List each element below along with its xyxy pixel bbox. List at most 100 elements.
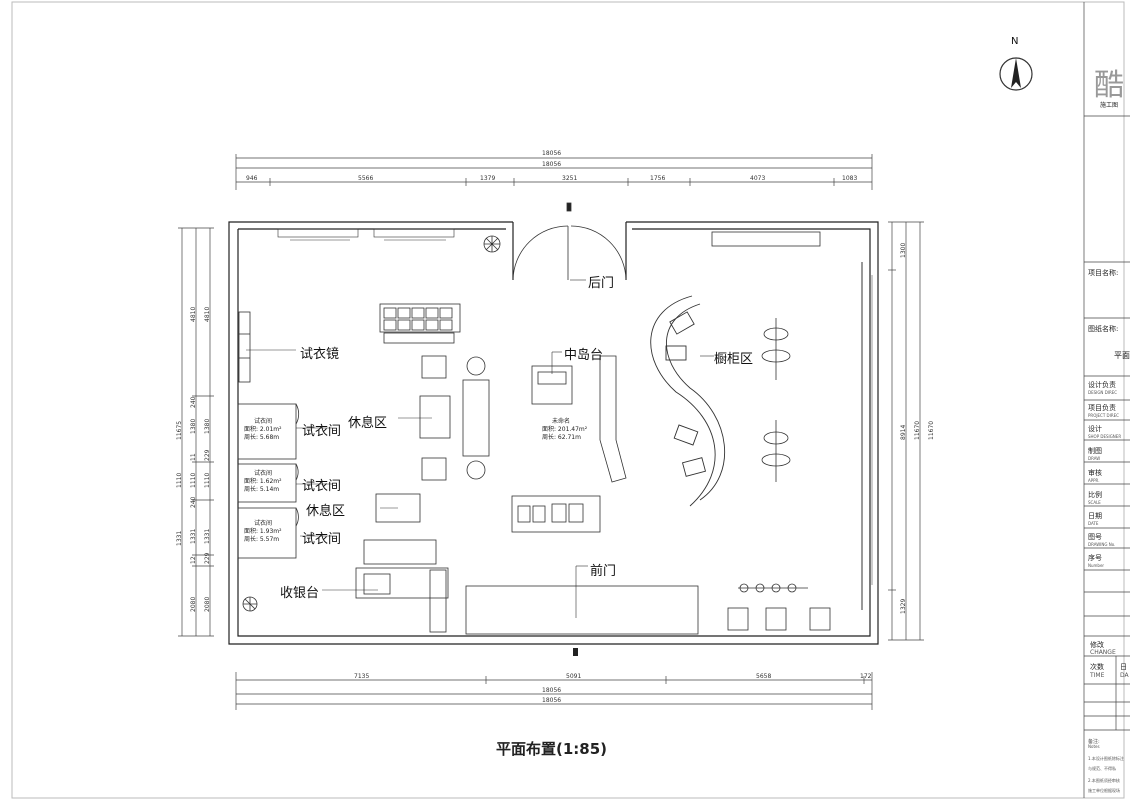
north-arrow-icon xyxy=(999,57,1033,91)
chairs xyxy=(727,583,831,631)
dim-right: 11670 xyxy=(928,420,935,440)
field-sub: SCALE xyxy=(1088,500,1101,505)
project-name-label: 项目名称: xyxy=(1088,269,1119,277)
cashier-counter xyxy=(355,539,449,633)
dim-bottom-total: 18056 xyxy=(542,687,562,694)
dim-right: 1329 xyxy=(900,598,907,614)
logo: 酷 xyxy=(1094,68,1124,103)
change-label: 修改 xyxy=(1090,641,1104,649)
dim-right: 8914 xyxy=(900,424,907,440)
fitting-rooms xyxy=(237,403,300,559)
field-sub: APPR. xyxy=(1088,478,1100,483)
mirror xyxy=(238,311,251,383)
room-note-area: 面积: 2.01m² xyxy=(244,426,282,433)
dim-left-outer: 1110 xyxy=(176,472,183,488)
label-fitting-room-1: 试衣间 xyxy=(302,424,342,439)
bottom-dimension-lines xyxy=(235,672,873,710)
field-sub: Number xyxy=(1088,563,1105,568)
date-col-label: 日 xyxy=(1120,663,1127,671)
notes-line: 1.本设计图纸除标注 xyxy=(1088,756,1124,761)
notes-line: 施工单位根据现场 xyxy=(1088,788,1120,793)
field-label: 项目负责 xyxy=(1088,404,1116,412)
dim-left-outer: 1331 xyxy=(176,530,183,546)
dim-bottom-seg: 172 xyxy=(860,673,872,680)
room-note-perimeter: 周长: 5.14m xyxy=(244,486,280,493)
dim-top-seg: 5566 xyxy=(358,175,374,182)
notes-line: 与规范、不得私 xyxy=(1088,766,1116,771)
dim-left-inner: 4810 xyxy=(204,306,211,322)
room-note-name: 未命名 xyxy=(552,418,571,425)
right-dimension-lines xyxy=(888,221,924,641)
field-label: 序号 xyxy=(1088,554,1102,562)
dim-left-inner: 229 xyxy=(204,449,211,461)
field-sub: DESIGN DIREC xyxy=(1088,390,1118,395)
dim-left-inner: 1380 xyxy=(190,418,197,434)
dim-top-total: 18056 xyxy=(542,161,562,168)
field-label: 图号 xyxy=(1088,533,1102,541)
north-label: N xyxy=(1011,36,1019,47)
wall-cabinet-top-right xyxy=(711,231,821,247)
dim-left-inner: 1110 xyxy=(190,472,197,488)
label-fitting-room-3: 试衣间 xyxy=(302,532,342,547)
room-note-area: 面积: 1.62m² xyxy=(244,478,282,485)
dim-left-inner: 2080 xyxy=(190,596,197,612)
title-block-frame xyxy=(1083,2,1130,798)
label-lounge-1: 休息区 xyxy=(348,416,388,431)
curved-display-cabinet xyxy=(650,295,726,507)
wall-rack-top xyxy=(277,228,455,241)
dim-left-inner: 2080 xyxy=(204,596,211,612)
label-center-island: 中岛台 xyxy=(564,348,604,363)
front-window-display xyxy=(465,585,699,635)
field-sub: PROJECT DIREC xyxy=(1088,413,1119,418)
leader-lines xyxy=(246,279,714,618)
dim-left-inner: 11 xyxy=(190,453,197,461)
dim-top-seg: 946 xyxy=(246,175,258,182)
front-door-arrow xyxy=(573,648,578,656)
room-note-area: 面积: 201.47m² xyxy=(542,426,588,433)
center-island xyxy=(531,355,627,483)
dim-left-inner: 1331 xyxy=(190,528,197,544)
field-label: 制图 xyxy=(1088,447,1102,455)
field-label: 设计负责 xyxy=(1088,381,1116,389)
field-label: 审核 xyxy=(1088,469,1102,477)
dim-bottom-seg: 7135 xyxy=(354,673,370,680)
dim-left-inner: 1380 xyxy=(204,418,211,434)
dim-left-outer: 11675 xyxy=(176,420,183,440)
dim-top-seg: 1379 xyxy=(480,175,496,182)
dim-left-inner: 1331 xyxy=(204,528,211,544)
dim-left-inner: 1110 xyxy=(204,472,211,488)
label-lounge-2: 休息区 xyxy=(306,504,346,519)
dim-left-inner: 12 xyxy=(190,556,197,564)
label-mirror: 试衣镜 xyxy=(300,347,340,362)
room-note-name: 试衣间 xyxy=(254,520,273,527)
back-door xyxy=(512,202,627,281)
walls xyxy=(228,221,879,645)
field-label: 日期 xyxy=(1088,512,1102,520)
field-label: 设计 xyxy=(1088,425,1102,433)
room-note-name: 试衣间 xyxy=(254,418,273,425)
left-dimension-lines xyxy=(178,227,214,637)
label-cashier: 收银台 xyxy=(280,586,320,601)
top-dimension-lines xyxy=(235,154,873,190)
field-label: 比例 xyxy=(1088,491,1102,499)
times-sub: TIME xyxy=(1090,672,1105,679)
title-block-subtitle: 施工图 xyxy=(1100,102,1119,109)
dim-top-seg: 1083 xyxy=(842,175,858,182)
dim-top-seg: 1756 xyxy=(650,175,666,182)
room-note-perimeter: 周长: 62.71m xyxy=(542,434,581,441)
room-note-name: 试衣间 xyxy=(254,470,273,477)
dim-left-inner: 229 xyxy=(204,552,211,564)
dim-left-inner: 240 xyxy=(190,396,197,408)
field-sub: DRAW xyxy=(1088,456,1101,461)
room-note-perimeter: 周长: 5.68m xyxy=(244,434,280,441)
label-front-door: 前门 xyxy=(590,564,617,579)
label-fitting-room-2: 试衣间 xyxy=(302,479,342,494)
drawing-caption: 平面布置(1:85) xyxy=(496,740,608,758)
change-sub: CHANGE xyxy=(1090,649,1116,656)
plant-icon xyxy=(242,596,258,612)
dim-right: 1300 xyxy=(900,242,907,258)
room-note-perimeter: 周长: 5.57m xyxy=(244,536,280,543)
field-sub: DRAWING No. xyxy=(1088,542,1116,547)
decorative-rack xyxy=(761,318,791,482)
